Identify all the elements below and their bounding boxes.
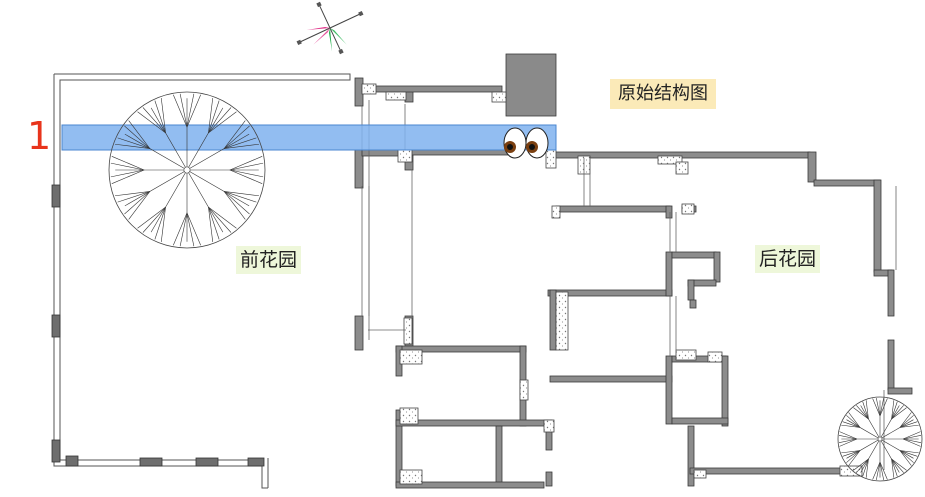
marker-number: 1: [27, 114, 52, 158]
front-garden-label: 前花园: [236, 246, 302, 274]
compass-rose-icon: [296, 1, 364, 55]
boundary-posts: [51, 184, 265, 467]
tree-canopy-icon: [837, 396, 923, 482]
plan-title: 原始结构图: [610, 79, 716, 109]
cartoon-eyes-icon: [503, 127, 549, 159]
highlight-band: [61, 124, 557, 151]
tree-canopy-icon: [108, 91, 266, 249]
walls: [354, 53, 913, 489]
back-garden-label: 后花园: [755, 245, 821, 273]
